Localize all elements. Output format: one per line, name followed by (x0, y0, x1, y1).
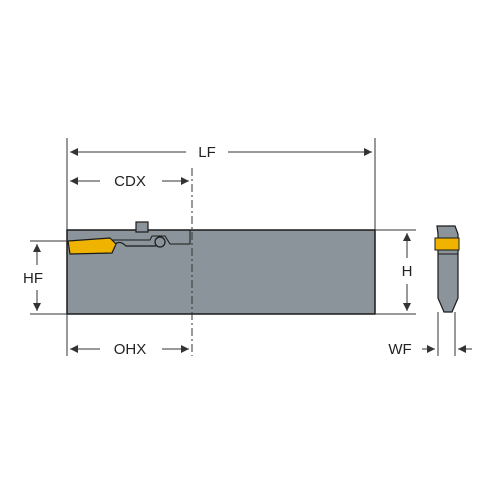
tool-body (66, 229, 376, 315)
grooving-insert-icon (67, 237, 117, 255)
tool-holder (66, 168, 376, 356)
label-cdx: CDX (114, 173, 146, 190)
label-lf: LF (198, 144, 216, 161)
dimension-ohx: OHX (70, 341, 189, 358)
label-hf: HF (23, 270, 43, 287)
clamp-screw-icon (135, 221, 149, 233)
extension-lines (30, 138, 456, 356)
tool-end-view-icon (434, 225, 460, 313)
lever-pin-icon (154, 236, 166, 248)
dimension-hf: HF (23, 244, 43, 311)
dimension-wf: WF (388, 341, 472, 358)
dimension-lf: LF (70, 144, 372, 161)
dimension-h: H (402, 233, 413, 311)
label-ohx: OHX (114, 341, 147, 358)
label-h: H (402, 263, 413, 280)
dimension-cdx: CDX (70, 173, 189, 190)
label-wf: WF (388, 341, 411, 358)
